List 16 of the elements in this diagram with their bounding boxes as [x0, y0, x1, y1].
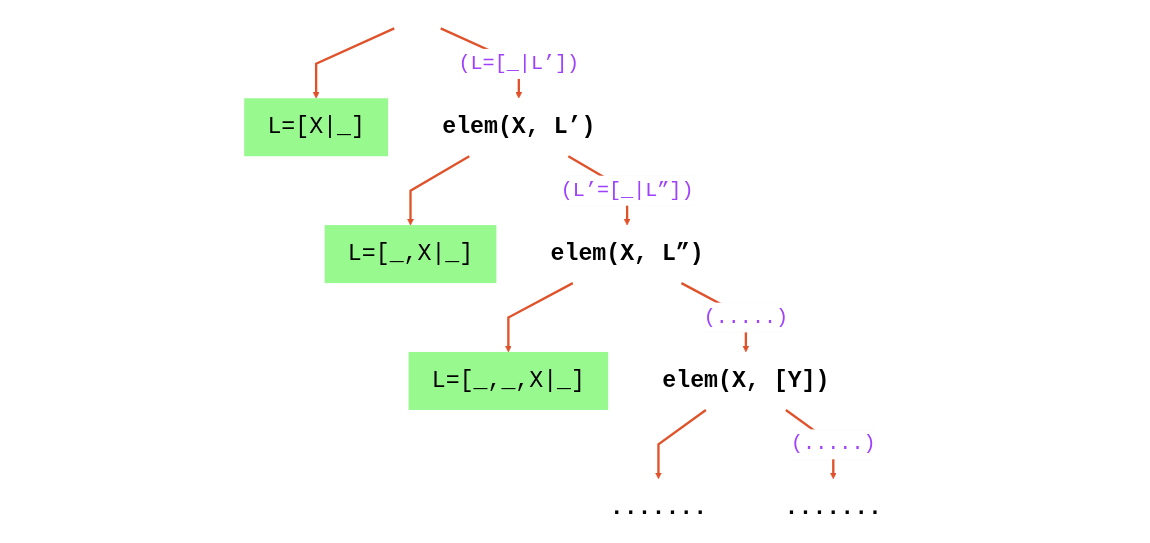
- edge-label: (L=[_|L’]): [458, 51, 580, 76]
- edge-label: (L’=[_|L”]): [561, 178, 694, 202]
- node-text: elem(X, L”): [550, 240, 704, 267]
- edge-label: (.....): [703, 305, 789, 329]
- node-box: L=[_,X|_]: [324, 225, 497, 284]
- node-text: .......: [609, 494, 708, 521]
- arrow: [505, 282, 574, 353]
- node-box: L=[X|_]: [244, 98, 389, 157]
- node-text: .......: [784, 494, 883, 521]
- arrow: [655, 409, 707, 480]
- arrow: [313, 27, 396, 99]
- node-text: elem(X, L’): [442, 113, 596, 141]
- arrow: [407, 155, 471, 226]
- node-text: elem(X, [Y]): [662, 367, 830, 394]
- edge-label: (.....): [791, 432, 876, 456]
- node-box: L=[_,_,X|_]: [408, 351, 609, 410]
